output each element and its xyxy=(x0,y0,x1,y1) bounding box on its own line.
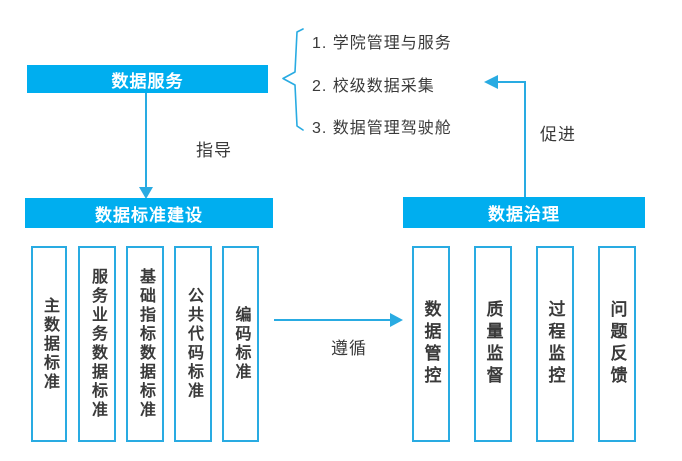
governance-column-label: 数据管控 xyxy=(421,300,441,388)
standard-column-service-business: 服务业务数据标准 xyxy=(78,246,116,442)
standard-column-public-code: 公共代码标准 xyxy=(174,246,212,442)
list-item-1: 1. 学院管理与服务 xyxy=(312,35,452,52)
list-item-2: 2. 校级数据采集 xyxy=(312,78,435,95)
standard-column-basic-indicator: 基础指标数据标准 xyxy=(126,246,164,442)
edge-label-follow: 遵循 xyxy=(331,339,367,358)
node-data-standard: 数据标准建设 xyxy=(25,198,273,228)
node-data-service-label: 数据服务 xyxy=(111,71,184,91)
guide-arrow-down xyxy=(139,93,153,199)
governance-column-process-monitoring: 过程监控 xyxy=(536,246,574,442)
follow-arrow-right xyxy=(274,313,403,327)
standard-column-label: 编码标准 xyxy=(232,306,250,382)
governance-column-problem-feedback: 问题反馈 xyxy=(598,246,636,442)
governance-column-label: 过程监控 xyxy=(545,300,565,388)
standard-column-master-data: 主数据标准 xyxy=(31,246,67,442)
promote-arrow-up-left xyxy=(484,75,526,197)
standard-column-coding: 编码标准 xyxy=(222,246,259,442)
governance-column-data-control: 数据管控 xyxy=(412,246,450,442)
standard-column-label: 服务业务数据标准 xyxy=(89,268,106,420)
governance-column-quality-supervision: 质量监督 xyxy=(474,246,512,442)
standard-column-label: 公共代码标准 xyxy=(185,287,202,401)
standard-column-label: 主数据标准 xyxy=(41,296,58,392)
node-data-standard-label: 数据标准建设 xyxy=(95,205,203,225)
governance-column-label: 质量监督 xyxy=(483,300,503,388)
edge-label-promote: 促进 xyxy=(540,125,576,144)
list-brace xyxy=(282,28,304,131)
node-data-service: 数据服务 xyxy=(27,65,268,93)
node-data-governance-label: 数据治理 xyxy=(488,205,560,224)
standard-column-label: 基础指标数据标准 xyxy=(137,268,154,420)
list-item-3: 3. 数据管理驾驶舱 xyxy=(312,120,452,137)
governance-column-label: 问题反馈 xyxy=(607,300,627,388)
node-data-governance: 数据治理 xyxy=(403,197,645,228)
edge-label-guide: 指导 xyxy=(196,141,232,160)
